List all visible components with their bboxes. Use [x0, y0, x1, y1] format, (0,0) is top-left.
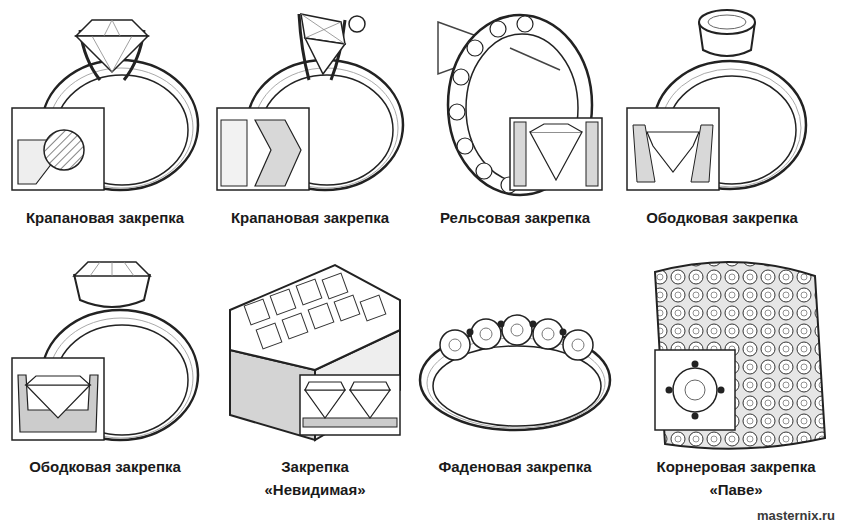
detail-marker — [349, 16, 365, 32]
detail-inset — [12, 108, 104, 190]
channel-stone — [453, 69, 469, 85]
gem-pavilion — [305, 38, 345, 74]
channel-stone — [467, 40, 483, 56]
gem-pavilion — [76, 36, 148, 72]
stone — [533, 319, 563, 349]
stone-table — [449, 339, 461, 351]
stone — [440, 330, 470, 360]
ring-pave — [655, 262, 825, 449]
ring-prong-princess — [217, 14, 403, 190]
bezel-rim — [699, 10, 755, 34]
ring-prong-round — [12, 20, 198, 190]
channel-stone — [490, 21, 506, 37]
shared-prong — [467, 329, 474, 336]
channel-stone — [476, 163, 492, 179]
ring-channel — [438, 15, 602, 195]
gem-section — [530, 132, 582, 180]
square-stone — [360, 295, 386, 321]
shared-prong — [498, 321, 505, 328]
shared-prong — [530, 321, 537, 328]
gem-section — [26, 385, 90, 418]
gem-crown — [26, 376, 90, 385]
stone — [471, 319, 501, 349]
square-stone — [334, 295, 360, 321]
square-stone — [256, 323, 282, 349]
gem-section — [221, 120, 247, 186]
gem-table — [708, 15, 746, 29]
detail-inset — [300, 375, 400, 435]
ring-band — [247, 60, 403, 190]
channel-stone — [449, 104, 465, 120]
channel-stone — [457, 138, 473, 154]
bezel-cup — [74, 274, 150, 307]
band-face — [230, 265, 400, 370]
gem-facets — [90, 262, 134, 276]
pave-dome — [655, 262, 825, 449]
ring-invisible — [230, 265, 400, 440]
channel-stone — [517, 16, 533, 32]
setting-caption: Закрепка «Невидимая» — [255, 455, 375, 501]
gem-crown — [305, 382, 345, 390]
view-arrow-line — [510, 48, 560, 70]
prong-section — [44, 130, 84, 170]
ring-bezel — [627, 10, 806, 190]
stone-table — [572, 339, 584, 351]
shared-prong — [560, 329, 567, 336]
setting-caption: Крапановая закрепка — [210, 206, 410, 229]
prong-section — [255, 120, 301, 186]
setting-caption: Фаденовая закрепка — [415, 455, 615, 478]
square-stone — [244, 299, 270, 325]
square-stone — [322, 273, 348, 299]
stone-table — [511, 324, 523, 336]
bead — [666, 387, 673, 394]
channel-wall — [514, 122, 526, 186]
setting-caption: Корнеровая закрепка «Паве» — [644, 455, 829, 501]
square-stone — [282, 313, 308, 339]
bead — [692, 413, 699, 420]
detail-inset — [510, 118, 602, 190]
bezel-section — [18, 375, 98, 432]
detail-inset — [12, 358, 104, 440]
detail-inset — [655, 350, 735, 430]
rail-section — [303, 418, 397, 427]
bead — [718, 387, 725, 394]
gem-crown — [76, 20, 148, 36]
gem-facets — [92, 20, 132, 72]
gem-section — [350, 390, 390, 418]
watermark: masternix.ru — [746, 508, 846, 523]
gem-facets — [301, 14, 345, 44]
setting-caption: Рельсовая закрепка — [415, 206, 615, 229]
setting-caption: Крапановая закрепка — [5, 206, 205, 229]
square-stone — [296, 279, 322, 305]
channel-wall — [586, 122, 598, 186]
ring-bezel-round — [12, 262, 198, 440]
gem-section — [647, 132, 699, 172]
stone-table — [685, 380, 705, 400]
stone-table — [542, 328, 554, 340]
square-stone — [270, 289, 296, 315]
setting-caption: Ободковая закрепка — [5, 455, 205, 478]
setting-caption: Ободковая закрепка — [622, 206, 822, 229]
gem-crown — [530, 124, 582, 132]
gem-crown — [350, 382, 390, 390]
ring-shared-prong — [420, 315, 610, 430]
bead — [692, 361, 699, 368]
stone — [673, 368, 717, 412]
detail-inset — [627, 108, 719, 190]
ring-band-shade — [254, 68, 398, 188]
stone — [563, 330, 593, 360]
detail-inset — [217, 108, 309, 190]
stone-table — [480, 328, 492, 340]
stone — [502, 315, 532, 345]
square-stone — [308, 303, 334, 329]
gem-crown — [74, 262, 150, 276]
gem-section — [305, 390, 345, 418]
